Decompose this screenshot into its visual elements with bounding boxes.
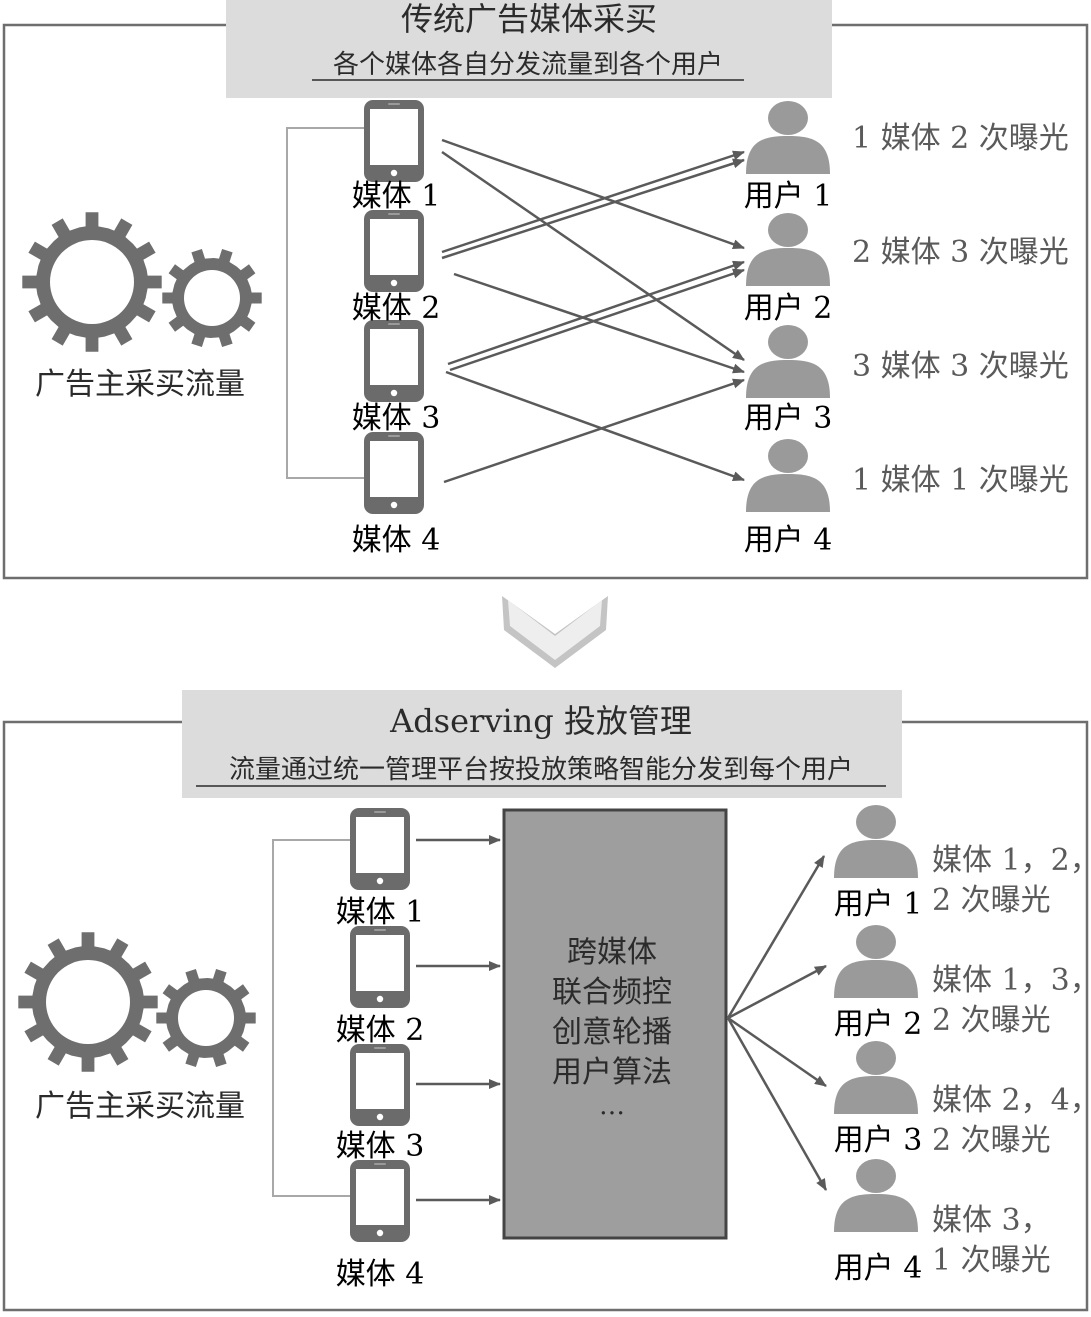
person-icon bbox=[834, 925, 918, 998]
link-arrow-m1-u1 bbox=[441, 150, 745, 254]
phone-icon bbox=[350, 926, 410, 1008]
gear-icon bbox=[18, 932, 256, 1072]
top-exposure-4: 1 媒体 1 次曝光 bbox=[852, 463, 1069, 498]
person-icon bbox=[834, 805, 918, 878]
bottom-user-label-2: 用户 2 bbox=[834, 1007, 923, 1042]
bottom-media-label-1: 媒体 1 bbox=[336, 895, 425, 930]
user-arrow-2 bbox=[727, 964, 827, 1020]
bottom-exposure-2-line-1: 媒体 1，3， bbox=[932, 963, 1091, 998]
link-arrow-m2-u2 bbox=[447, 260, 745, 366]
phone-icon bbox=[350, 808, 410, 890]
person-icon bbox=[746, 325, 830, 398]
top-title: 传统广告媒体采买 bbox=[401, 0, 657, 38]
bottom-exposure-3-line-2: 2 次曝光 bbox=[932, 1123, 1051, 1158]
gear-hole bbox=[184, 270, 240, 326]
phone-icon bbox=[350, 1160, 410, 1242]
top-exposure-3: 3 媒体 3 次曝光 bbox=[852, 349, 1069, 384]
bottom-exposure-3-line-1: 媒体 2，4， bbox=[932, 1083, 1091, 1118]
top-subtitle: 各个媒体各自分发流量到各个用户 bbox=[333, 50, 723, 80]
top-links bbox=[441, 138, 745, 484]
bottom-media-label-2: 媒体 2 bbox=[336, 1013, 425, 1048]
bottom-user-label-1: 用户 1 bbox=[834, 887, 923, 922]
link-arrow-m3-u3 bbox=[443, 378, 745, 484]
phone-icon bbox=[364, 432, 424, 514]
platform-line-2: 联合频控 bbox=[552, 975, 672, 1010]
top-media-bracket bbox=[286, 127, 364, 479]
gear-hole bbox=[50, 240, 134, 324]
chevron-down-icon bbox=[502, 596, 608, 668]
bottom-exposure-2-line-2: 2 次曝光 bbox=[932, 1003, 1051, 1038]
link-arrow-m1-u3 bbox=[441, 150, 745, 362]
top-header-box bbox=[226, 0, 832, 98]
top-exposure-1: 1 媒体 2 次曝光 bbox=[852, 121, 1069, 156]
top-panel: 传统广告媒体采买 各个媒体各自分发流量到各个用户 广告主采买流量 媒体 1 媒体… bbox=[2, 0, 1089, 580]
gear-hole bbox=[46, 960, 130, 1044]
top-user-label-1: 用户 1 bbox=[744, 179, 833, 214]
link-arrow-m3-u2 bbox=[449, 268, 745, 372]
phone-icon bbox=[364, 100, 424, 182]
bottom-exposure-1-line-2: 2 次曝光 bbox=[932, 883, 1051, 918]
bottom-media-bracket bbox=[272, 839, 350, 1197]
top-media-label-4: 媒体 4 bbox=[352, 523, 441, 558]
media-to-platform-arrows bbox=[416, 835, 501, 1205]
person-icon bbox=[746, 439, 830, 512]
top-exposure-2: 2 媒体 3 次曝光 bbox=[852, 235, 1069, 270]
person-icon bbox=[834, 1159, 918, 1232]
platform-to-user-arrows bbox=[726, 855, 828, 1191]
user-arrow-3 bbox=[727, 1016, 827, 1088]
top-user-label-4: 用户 4 bbox=[744, 523, 833, 558]
bottom-header-box bbox=[182, 690, 902, 798]
bottom-exposure-1-line-1: 媒体 1，2， bbox=[932, 843, 1091, 878]
bottom-exposure-4-line-1: 媒体 3， bbox=[932, 1203, 1051, 1238]
phone-icon bbox=[350, 1044, 410, 1126]
link-arrow-m2-u1 bbox=[441, 158, 745, 260]
bottom-subtitle: 流量通过统一管理平台按投放策略智能分发到每个用户 bbox=[229, 755, 853, 785]
bottom-user-label-4: 用户 4 bbox=[834, 1251, 923, 1286]
bottom-user-label-3: 用户 3 bbox=[834, 1123, 923, 1158]
top-user-label-3: 用户 3 bbox=[744, 401, 833, 436]
person-icon bbox=[834, 1041, 918, 1114]
user-arrow-4 bbox=[726, 1017, 828, 1191]
top-user-label-2: 用户 2 bbox=[744, 291, 833, 326]
person-icon bbox=[746, 101, 830, 174]
link-arrow-m3-u4 bbox=[445, 370, 745, 482]
platform-line-4: 用户算法 bbox=[552, 1055, 672, 1090]
person-icon bbox=[746, 213, 830, 286]
phone-icon bbox=[364, 320, 424, 402]
gear-hole bbox=[178, 990, 234, 1046]
phone-icon bbox=[364, 210, 424, 292]
adserving-platform-box bbox=[502, 808, 728, 1240]
top-advertiser-label: 广告主采买流量 bbox=[35, 367, 245, 402]
top-media-label-1: 媒体 1 bbox=[352, 179, 441, 214]
gear-icon bbox=[22, 212, 262, 352]
user-arrow-1 bbox=[726, 855, 826, 1019]
bottom-title: Adserving 投放管理 bbox=[389, 702, 692, 740]
link-arrow-m2-u3 bbox=[453, 272, 745, 374]
bottom-advertiser-label: 广告主采买流量 bbox=[35, 1089, 245, 1124]
bottom-media-label-4: 媒体 4 bbox=[336, 1257, 425, 1292]
platform-line-1: 跨媒体 bbox=[567, 935, 657, 970]
bottom-exposure-4-line-2: 1 次曝光 bbox=[932, 1243, 1051, 1278]
platform-line-3: 创意轮播 bbox=[552, 1015, 672, 1050]
bottom-media-label-3: 媒体 3 bbox=[336, 1129, 425, 1164]
top-media-label-3: 媒体 3 bbox=[352, 401, 441, 436]
bottom-panel: Adserving 投放管理 流量通过统一管理平台按投放策略智能分发到每个用户 … bbox=[2, 690, 1091, 1312]
top-media-label-2: 媒体 2 bbox=[352, 291, 441, 326]
platform-line-5: … bbox=[599, 1091, 625, 1121]
link-arrow-m1-u2 bbox=[441, 138, 745, 250]
